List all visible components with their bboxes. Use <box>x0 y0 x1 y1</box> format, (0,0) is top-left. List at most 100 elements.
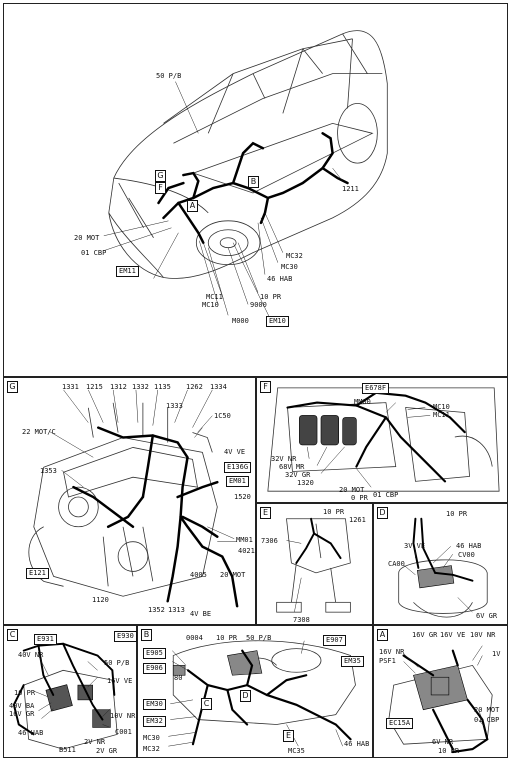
label-1312: 1312 <box>110 383 127 391</box>
label-10pr-c: 10 PR <box>14 689 36 697</box>
label-1262: 1262 <box>186 383 203 391</box>
label-10pr-a: 10 PR <box>438 747 460 755</box>
panel-b-sub-d: D <box>240 690 251 702</box>
label-1211: 1211 <box>342 185 359 193</box>
label-mc10: MC10 <box>202 301 219 309</box>
engine-drawing <box>28 389 239 608</box>
door-drawing <box>12 642 118 750</box>
label-4005: 4005 <box>190 571 207 579</box>
label-mc32-b: MC32 <box>143 745 160 753</box>
panel-b: B 0004 10 PR 50 P/B E907 E905 E906 EM35 … <box>137 625 373 758</box>
label-2vgr: 2V GR <box>96 747 118 755</box>
label-mc30-b: MC30 <box>143 734 160 742</box>
console-drawing <box>398 517 488 618</box>
connector-e931: E931 <box>34 634 57 645</box>
label-46hab-c: 46 HAB <box>18 729 44 737</box>
label-mm01: MM01 <box>236 536 253 544</box>
label-46hab-d: 46 HAB <box>456 542 482 550</box>
label-10vnr-c: 10V NR <box>110 712 136 720</box>
panel-e-letter: E <box>260 507 271 519</box>
label-1334: 1334 <box>210 383 227 391</box>
label-50pb-b: 50 P/B <box>246 634 272 642</box>
connector-em10: EM10 <box>266 316 289 327</box>
label-mc30: MC30 <box>281 263 298 271</box>
connector-em32: EM32 <box>143 716 166 727</box>
panel-g-letter: G <box>7 381 18 393</box>
connector-e907: E907 <box>323 635 346 646</box>
label-cv00: CV00 <box>458 551 475 559</box>
label-7308: 7308 <box>293 616 310 624</box>
label-32vnr: 32V NR <box>271 455 297 463</box>
label-6vgr: 6V GR <box>476 612 498 620</box>
label-20mot-a: 20 MOT <box>474 706 500 714</box>
panel-f: F E678F MM00 MC10 MC11 32V NR 68V MR 32V… <box>256 377 508 503</box>
panel-a-letter: A <box>377 629 388 641</box>
label-1135: 1135 <box>154 383 171 391</box>
connector-e678f: E678F <box>362 383 390 394</box>
label-1261: 1261 <box>349 516 366 524</box>
label-1353: 1353 <box>40 467 57 475</box>
label-1331: 1331 <box>62 383 79 391</box>
label-01cbp-a: 01 CBP <box>474 716 500 724</box>
label-0004: 0004 <box>186 634 203 642</box>
label-16vgr-c: 16V GR <box>9 710 35 718</box>
label-50pb-c: 50 P/B <box>104 659 130 667</box>
label-68vmr: 68V MR <box>279 463 305 471</box>
label-1215: 1215 <box>86 383 103 391</box>
label-1352: 1352 <box>148 606 165 614</box>
label-20mot-f: 20 MOT <box>339 486 365 494</box>
label-16vve-c: 16V VE <box>107 677 133 685</box>
car-drawing <box>103 30 388 321</box>
label-b511: B511 <box>59 746 76 754</box>
label-10pr: 10 PR <box>260 293 282 301</box>
label-9000: 9000 <box>250 301 267 309</box>
label-10pr-d: 10 PR <box>446 510 468 518</box>
connector-em01: EM01 <box>226 476 249 487</box>
label-80: 80 <box>174 674 183 682</box>
connector-e905: E905 <box>143 648 166 659</box>
label-32vgr: 32V GR <box>285 471 311 479</box>
label-20mot-g: 20 MOT <box>220 571 246 579</box>
label-1320: 1320 <box>297 479 314 487</box>
label-7306: 7306 <box>261 537 278 545</box>
label-mc10-f: MC10 <box>433 403 450 411</box>
label-mc35: MC35 <box>288 747 305 755</box>
panel-a: A 16V GR 16V VE 10V NR 16V NR PSF1 1V 20… <box>373 625 508 758</box>
fusebox-drawing <box>388 645 493 754</box>
panel-g: G 1331 1215 1312 1332 1135 1262 1334 133… <box>3 377 256 625</box>
panel-b-letter: B <box>141 629 152 641</box>
label-1520: 1520 <box>234 493 251 501</box>
detail-marker-f: F <box>155 182 166 194</box>
detail-marker-g: G <box>155 170 166 182</box>
label-1332: 1332 <box>132 383 149 391</box>
panel-d-letter: D <box>377 507 388 519</box>
label-10vnr-a: 10V NR <box>470 631 496 639</box>
label-01cbp: 01 CBP <box>81 249 107 257</box>
label-10pr-e: 10 PR <box>323 508 345 516</box>
label-m000: M000 <box>232 317 249 325</box>
panel-c-letter: C <box>7 629 18 641</box>
label-16vgr-a: 16V GR <box>412 631 438 639</box>
connector-ec15a: EC15A <box>386 718 414 729</box>
dashboard-drawing <box>168 640 356 747</box>
panel-e: E 10 PR 1261 7306 7308 <box>256 503 373 625</box>
label-16vve-a: 16V VE <box>440 631 466 639</box>
panel-f-letter: F <box>260 381 271 393</box>
connector-e121: E121 <box>26 568 49 579</box>
connector-em11: EM11 <box>116 266 139 277</box>
connector-e930: E930 <box>114 631 137 642</box>
label-16vnr-a: 16V NR <box>379 648 405 656</box>
label-50pb: 50 P/B <box>156 72 182 80</box>
label-0pr: 0 PR <box>351 494 368 502</box>
label-1333: 1333 <box>166 402 183 410</box>
pedal-drawing <box>276 517 351 613</box>
label-mc11: MC11 <box>206 293 223 301</box>
label-40vnr: 40V NR <box>18 651 44 659</box>
label-4vbe: 4V BE <box>190 610 212 618</box>
label-1c50: 1C50 <box>214 412 231 420</box>
label-40vba: 40V BA <box>9 702 35 710</box>
bay-drawing <box>267 387 500 492</box>
label-20mot: 20 MOT <box>74 234 100 242</box>
label-6vnr: 6V NR <box>432 738 454 746</box>
connector-em30: EM30 <box>143 699 166 710</box>
